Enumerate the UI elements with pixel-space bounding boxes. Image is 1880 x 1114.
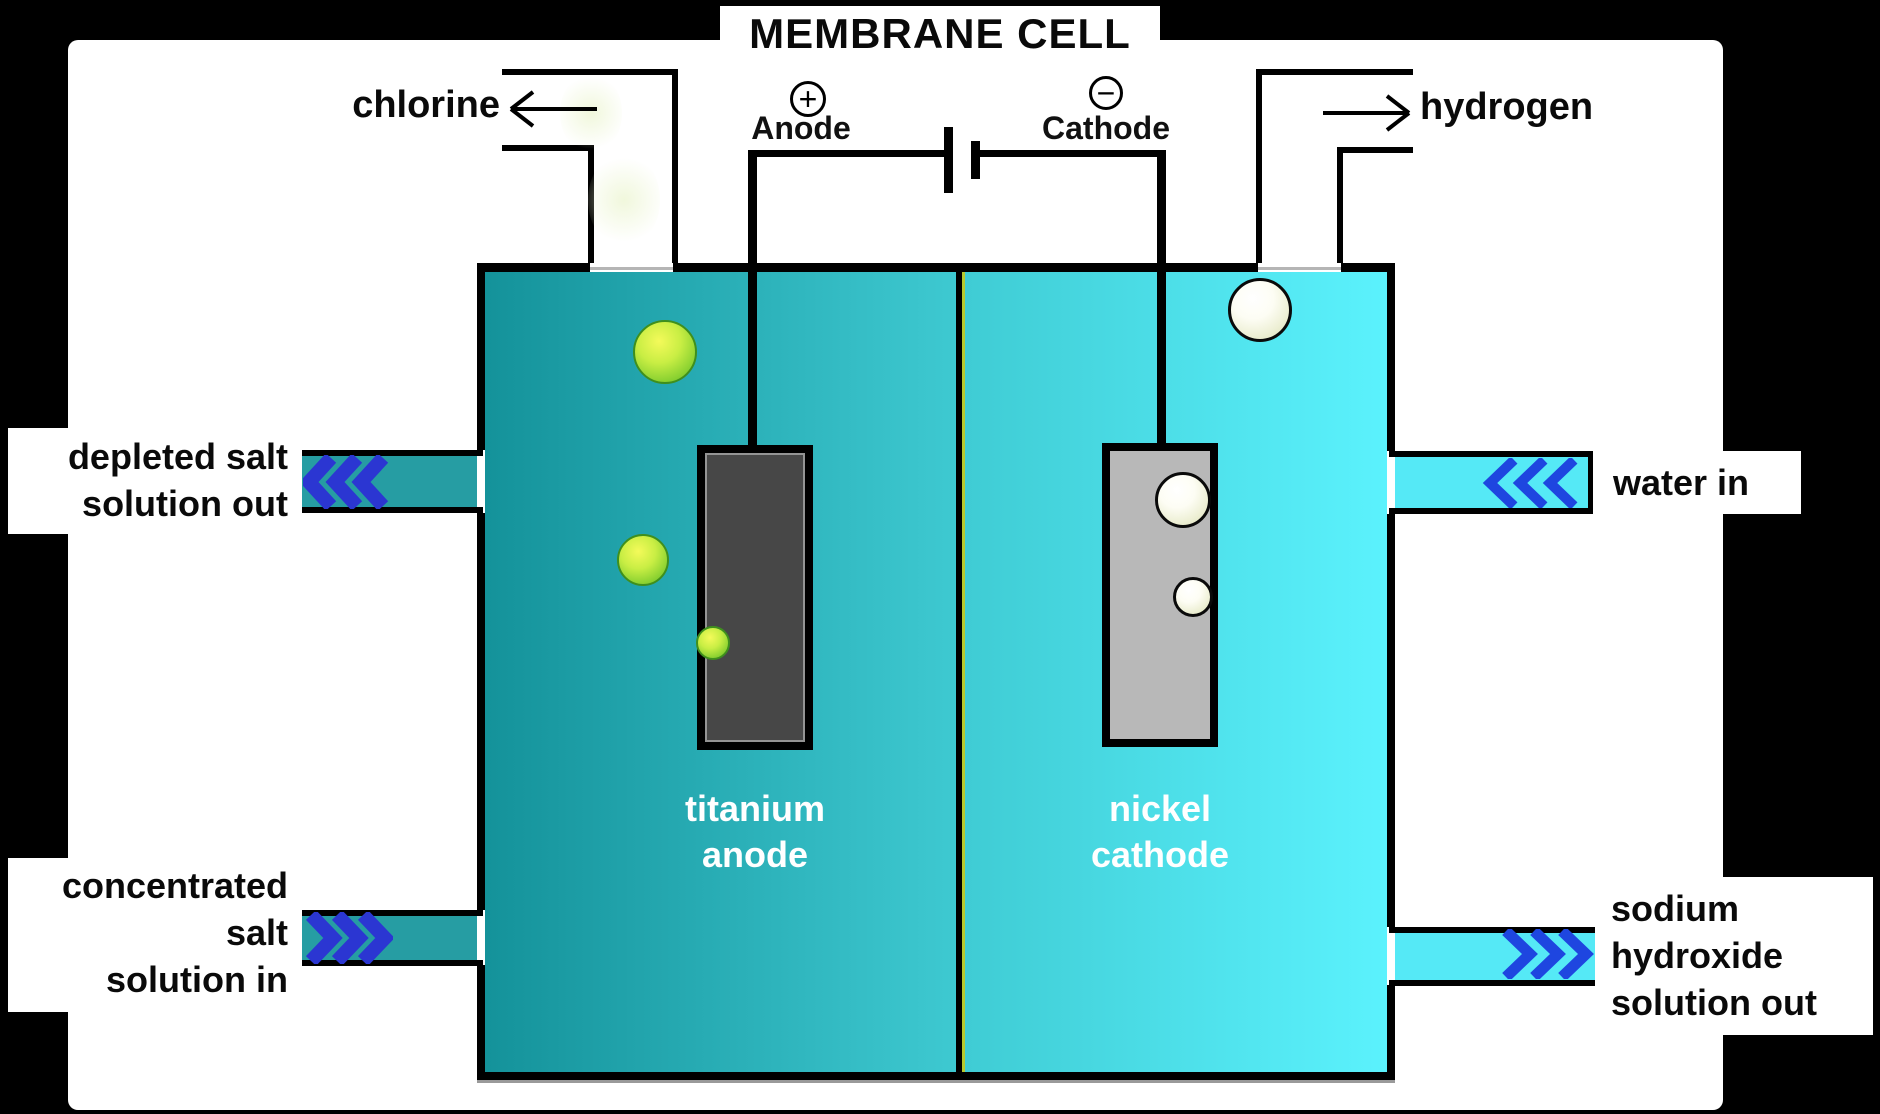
flow-chevrons-right-icon: [305, 912, 393, 964]
chlorine-bubble: [696, 626, 730, 660]
battery-long-plate: [944, 127, 953, 193]
label-line: concentrated: [61, 865, 288, 906]
hydrogen-duct-line: [1337, 147, 1343, 263]
chlorine-bubble: [617, 534, 669, 586]
water-in-label: water in: [1593, 451, 1801, 514]
anode-terminal-label: Anode: [751, 110, 851, 146]
hydrogen-duct-line: [1256, 69, 1262, 263]
label-line: solution out: [1611, 982, 1817, 1023]
page-title: MEMBRANE CELL: [749, 10, 1131, 57]
tank-left-wall: [477, 513, 485, 910]
ion-exchange-membrane: [956, 272, 962, 1072]
pipe-border: [1389, 508, 1593, 514]
tank-left-wall: [477, 263, 485, 450]
pipe-border: [1389, 927, 1595, 933]
pipe-end-cap: [1588, 451, 1593, 514]
tank-top-wall: [673, 263, 1258, 272]
label-line: depleted salt: [67, 436, 288, 477]
plus-polarity-icon: +: [790, 81, 826, 117]
chlorine-duct-line: [672, 69, 678, 263]
tank-left-wall: [477, 965, 485, 1078]
liquid-surface-line: [590, 267, 673, 270]
hydrogen-bubble: [1228, 278, 1292, 342]
membrane-accent-line: [962, 272, 965, 1072]
hydrogen-label: hydrogen: [1420, 86, 1594, 128]
electrode-label-line: titanium: [685, 788, 825, 829]
tank-top-wall: [477, 263, 590, 272]
hydrogen-duct-line: [1256, 69, 1413, 75]
plus-sign: +: [798, 80, 818, 117]
depleted-salt-label: depleted salt solution out: [8, 428, 302, 534]
title-box: MEMBRANE CELL: [720, 6, 1160, 60]
pipe-border: [302, 507, 483, 513]
tank-right-wall: [1387, 985, 1395, 1078]
hydrogen-bubble: [1173, 577, 1213, 617]
tank-right-wall: [1387, 263, 1395, 451]
label-line: sodium: [1611, 888, 1740, 929]
tank-bottom-wall: [477, 1072, 1395, 1080]
electrode-label-line: anode: [701, 834, 808, 875]
anode-wire: [748, 150, 757, 447]
faint-gas-bubble: [560, 72, 622, 154]
hydrogen-arrow-icon: [1323, 94, 1411, 132]
titanium-anode-label: titanium anode: [605, 786, 905, 878]
cathode-wire: [1157, 150, 1166, 447]
chlorine-arrow-icon: [509, 90, 597, 128]
flow-chevrons-left-icon: [1482, 458, 1578, 508]
nickel-cathode-label: nickel cathode: [1010, 786, 1310, 878]
concentrated-salt-label: concentrated salt solution in: [8, 858, 302, 1012]
tank-bottom-shadow: [477, 1080, 1395, 1083]
flow-chevrons-left-icon: [303, 455, 389, 509]
battery-short-plate: [971, 141, 980, 179]
pipe-border: [302, 960, 483, 966]
sodium-hydroxide-label: sodium hydroxide solution out: [1595, 877, 1873, 1035]
titanium-anode-plate: [697, 445, 813, 750]
label-line: salt: [225, 912, 288, 953]
liquid-surface-line: [1258, 267, 1341, 270]
electrode-label-line: cathode: [1090, 834, 1230, 875]
pipe-border: [302, 450, 483, 456]
chlorine-label: chlorine: [352, 84, 500, 126]
pipe-border: [1389, 980, 1595, 986]
label-line: water in: [1613, 462, 1750, 503]
pipe-border: [302, 910, 483, 916]
faint-gas-bubble: [588, 152, 660, 248]
chlorine-bubble: [633, 320, 697, 384]
flow-chevrons-right-icon: [1502, 929, 1594, 979]
tank-top-wall: [1341, 263, 1395, 272]
pipe-border: [1389, 451, 1593, 457]
hydrogen-bubble: [1155, 472, 1211, 528]
label-line: hydroxide: [1611, 935, 1784, 976]
label-line: solution out: [82, 483, 288, 524]
minus-sign: −: [1096, 74, 1116, 111]
circuit-wire: [748, 150, 947, 157]
cathode-terminal-label: Cathode: [1042, 110, 1170, 146]
hydrogen-duct-line: [1337, 147, 1413, 153]
chlorine-duct-line: [502, 145, 594, 151]
circuit-wire: [980, 150, 1166, 157]
minus-polarity-icon: −: [1089, 74, 1123, 111]
electrode-label-line: nickel: [1108, 788, 1212, 829]
label-line: solution in: [106, 959, 288, 1000]
tank-right-wall: [1387, 514, 1395, 927]
